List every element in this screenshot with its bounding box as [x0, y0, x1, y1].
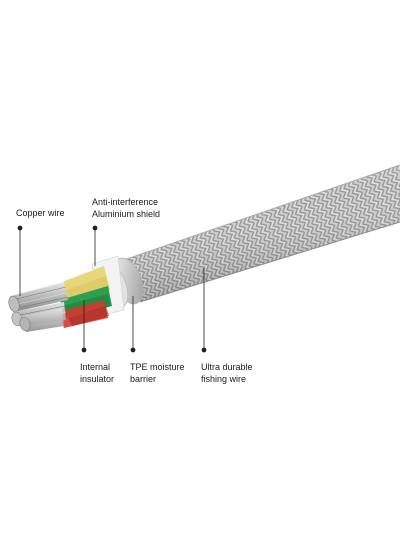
label-tpe-barrier: TPE moisture barrier	[130, 362, 185, 384]
label-internal-insulator: Internal insulator	[80, 362, 115, 384]
copper-strands	[8, 281, 69, 332]
leader-shield-dot	[92, 225, 98, 231]
leader-tpe-barrier-dot	[130, 347, 136, 353]
label-aluminium-shield: Anti-interference Aluminium shield	[92, 197, 161, 219]
inner-conductors	[58, 266, 112, 328]
label-fishing-wire: Ultra durable fishing wire	[201, 362, 253, 384]
leader-copper-wire-dot	[17, 225, 23, 231]
leader-internal-insulator-dot	[81, 347, 87, 353]
label-copper-wire: Copper wire	[16, 208, 65, 218]
leader-fishing-wire-dot	[201, 347, 207, 353]
braided-jacket	[117, 164, 400, 303]
leader-lines	[17, 225, 207, 353]
